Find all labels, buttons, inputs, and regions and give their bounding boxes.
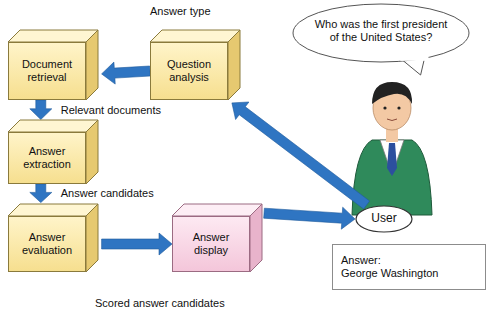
block-arrow	[30, 100, 52, 120]
edge-label: Relevant documents	[61, 104, 161, 116]
process-box: Document retrieval	[8, 42, 86, 100]
block-arrow	[30, 184, 52, 203]
display-box: Answer display	[172, 216, 250, 272]
node-text: Answer extraction	[14, 145, 80, 170]
edge-label: Answer candidates	[61, 187, 154, 199]
speech-bubble: Who was the first president of the Unite…	[292, 3, 470, 63]
person-figure	[352, 82, 432, 215]
block-arrow	[102, 62, 151, 84]
node-text: User	[371, 212, 396, 226]
node-text: Document retrieval	[14, 58, 80, 83]
answer-box: Answer:George Washington	[332, 244, 486, 290]
user-oval: User	[355, 205, 413, 233]
block-arrow	[264, 207, 355, 229]
edge-label: Scored answer candidates	[95, 297, 225, 309]
block-arrow	[102, 233, 172, 255]
process-box: Answer evaluation	[8, 216, 86, 272]
edge-label: Answer type	[150, 5, 211, 17]
node-text: Who was the first president of the Unite…	[314, 18, 448, 43]
process-box: Answer extraction	[8, 132, 86, 184]
node-text: Answer:	[341, 254, 381, 267]
node-text: Answer display	[178, 231, 244, 256]
node-text: George Washington	[341, 267, 438, 280]
node-text: Question analysis	[156, 58, 222, 83]
process-box: Question analysis	[150, 42, 228, 100]
block-arrow	[232, 102, 370, 209]
node-text: Answer evaluation	[14, 231, 80, 256]
